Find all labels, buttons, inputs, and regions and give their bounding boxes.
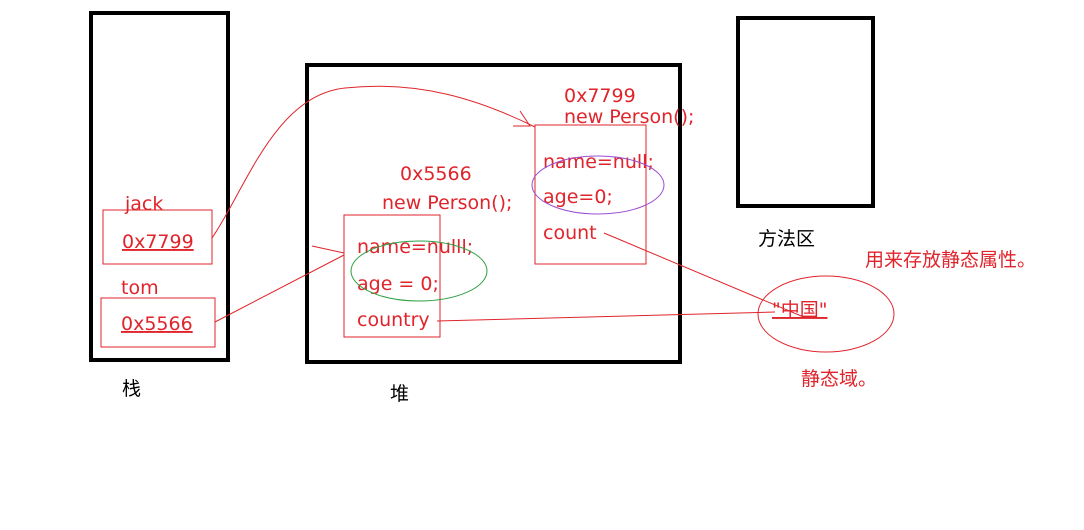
ref-arrow-tip-0x7799 (513, 110, 531, 127)
static-field-value: "中国" (772, 299, 827, 321)
object-0x5566-box (343, 214, 441, 338)
static-field-label: 静态域。 (801, 368, 877, 390)
ref-line-country-to-static (436, 311, 776, 322)
stack-cell-jack (102, 209, 213, 265)
method-area-note: 用来存放静态属性。 (865, 249, 1036, 271)
heap-label: 堆 (390, 383, 409, 405)
object-0x5566-field-age: age = 0; (357, 273, 439, 295)
object-0x7799-ctor: new Person(); (564, 106, 694, 128)
stack-label: 栈 (122, 378, 141, 400)
heap-frame (305, 63, 682, 364)
object-0x5566-field-country: country (357, 309, 430, 331)
object-0x5566-address: 0x5566 (400, 163, 472, 185)
ref-stub-heap-edge (311, 245, 345, 254)
object-0x5566-field-name: name=nulll; (357, 236, 473, 258)
object-0x5566-instance-ellipse (350, 240, 488, 302)
object-0x7799-field-name: name=null; (543, 151, 654, 173)
object-0x7799-instance-ellipse (531, 155, 665, 215)
method-area-label: 方法区 (758, 228, 815, 250)
method-area-frame (736, 16, 875, 208)
object-0x5566-ctor: new Person(); (382, 192, 512, 214)
object-0x7799-field-age: age=0; (543, 186, 613, 208)
stack-frame (89, 11, 230, 362)
stack-var-name-jack: jack (124, 193, 163, 215)
stack-var-name-tom: tom (121, 277, 159, 299)
ref-line-jack-to-0x7799 (211, 85, 536, 239)
static-field-ellipse (757, 275, 895, 353)
stack-cell-jack-value: 0x7799 (122, 231, 194, 253)
ref-line-count-to-static (603, 232, 807, 319)
ref-line-tom-to-0x5566 (214, 254, 345, 323)
object-0x7799-field-count: count (543, 222, 597, 244)
stack-cell-tom (100, 297, 216, 348)
stack-cell-tom-value: 0x5566 (121, 313, 193, 335)
object-0x7799-address: 0x7799 (564, 85, 636, 107)
